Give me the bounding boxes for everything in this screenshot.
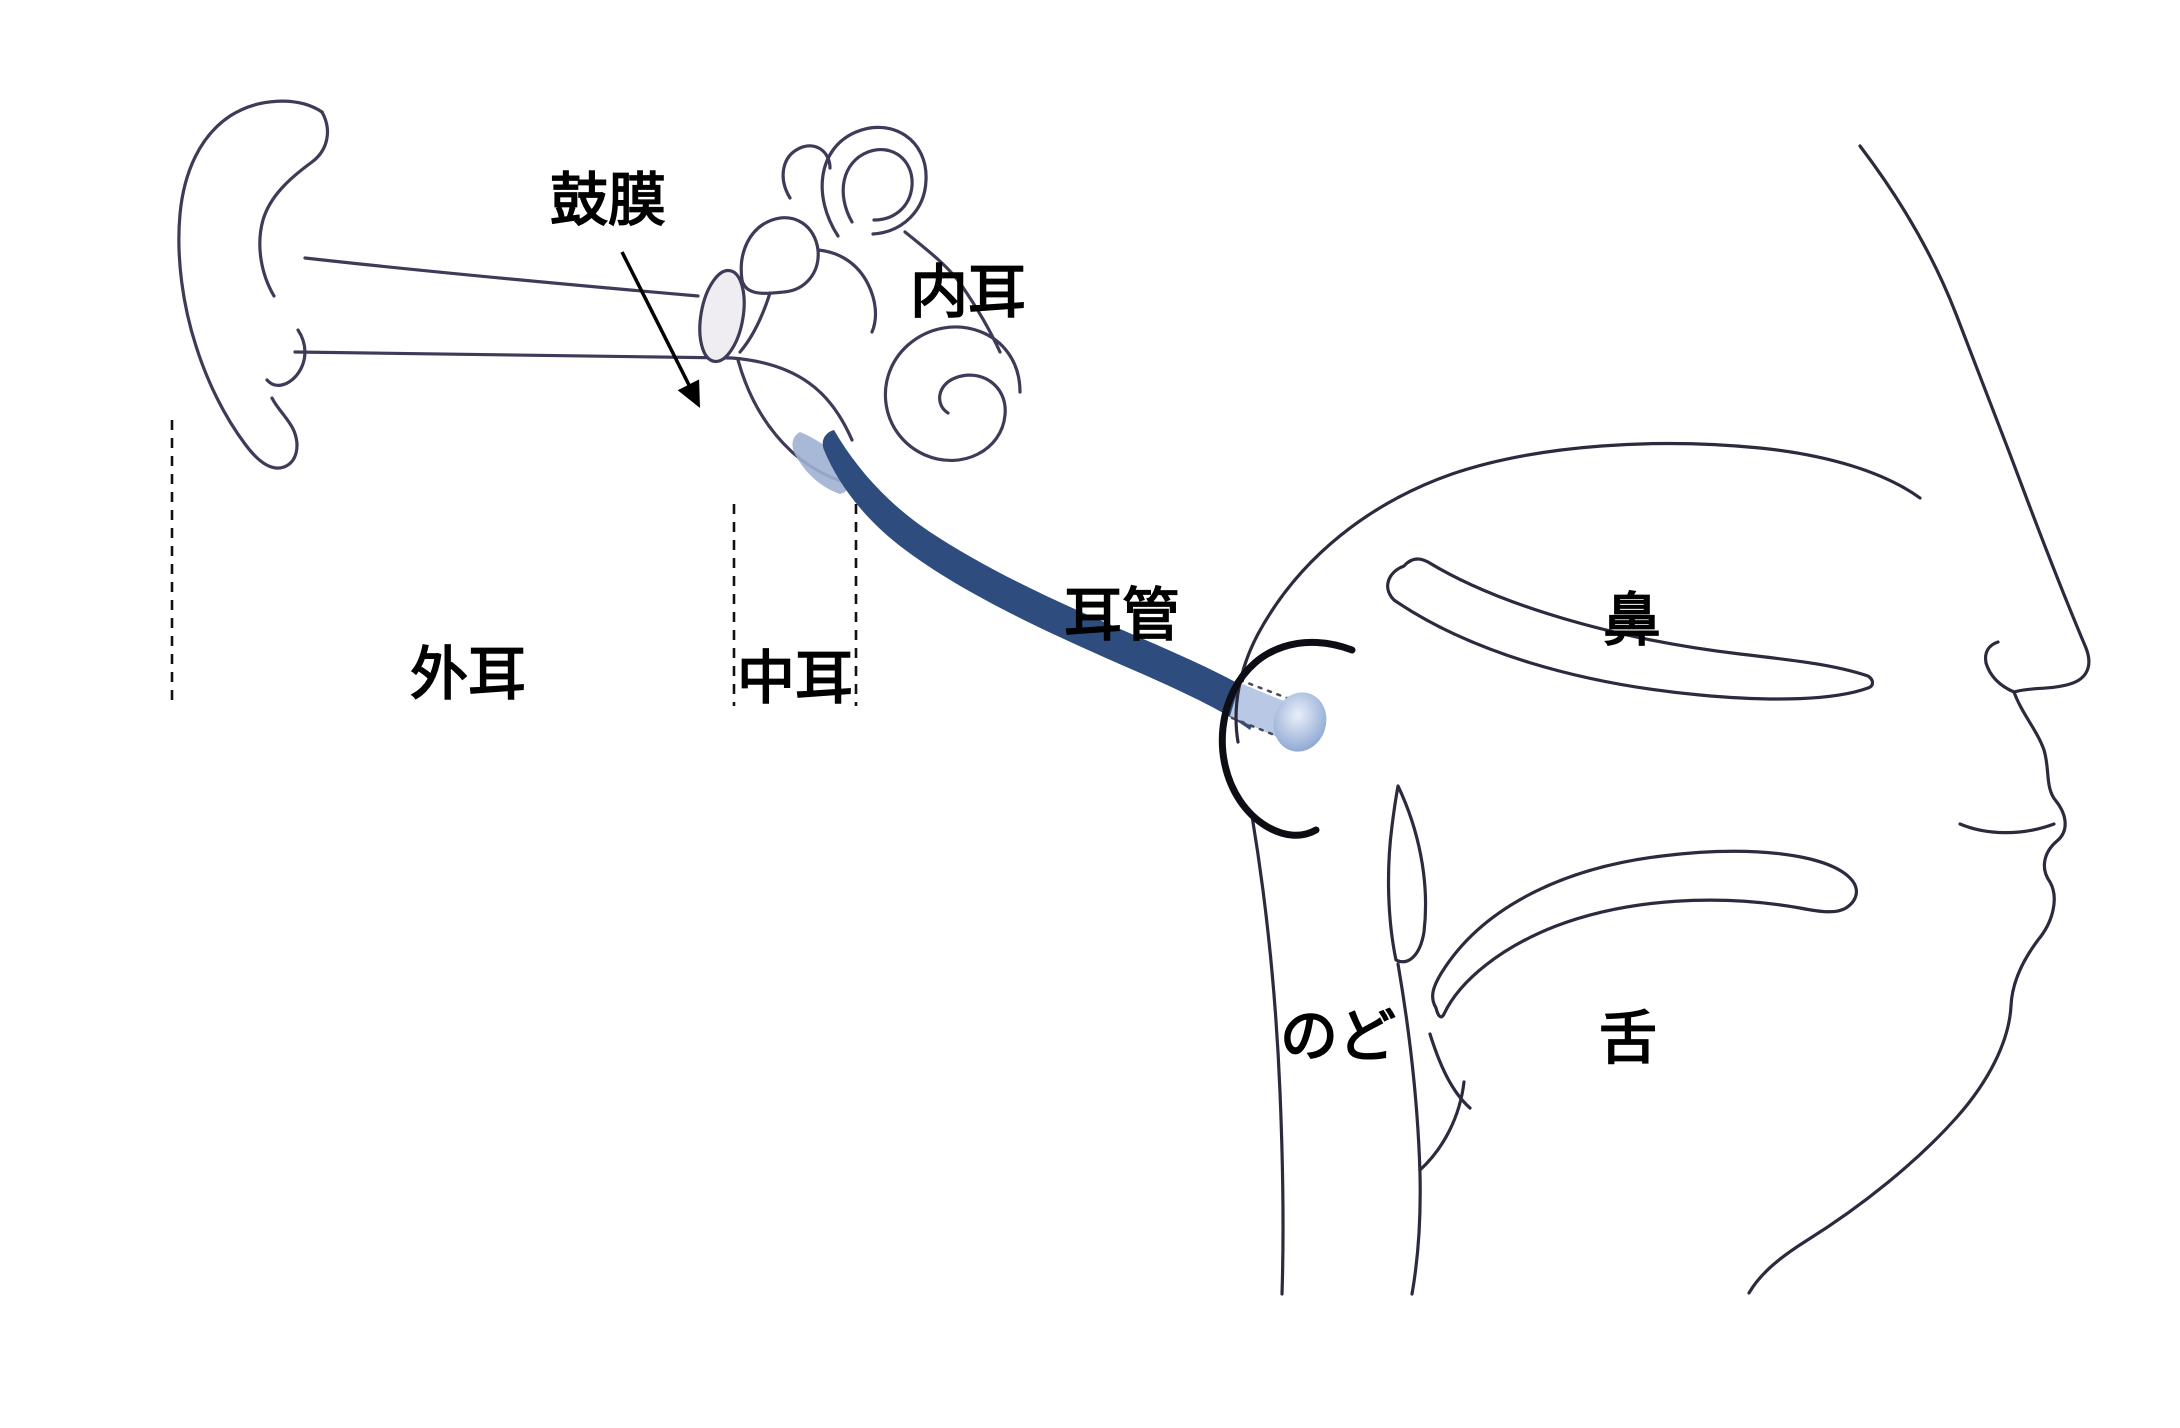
palate-outline <box>1386 557 1875 701</box>
eustachian-tube <box>822 430 1264 730</box>
tube-origin-shade <box>792 432 850 494</box>
tube-opening <box>1273 692 1327 752</box>
pharynx-back-line <box>1396 962 1422 1296</box>
label-throat: のど <box>1280 1004 1396 1069</box>
eardrum-membrane <box>698 268 746 364</box>
label-eustachian-tube: 耳管 <box>1064 583 1180 648</box>
malleus-blob <box>739 216 820 295</box>
label-outer-ear: 外耳 <box>410 642 526 707</box>
labels-group: 鼓膜 内耳 外耳 中耳 耳管 鼻 のど 舌 <box>410 168 1661 1071</box>
nostril-line <box>1983 640 2016 694</box>
label-inner-ear: 内耳 <box>910 260 1026 325</box>
tongue-outline <box>1431 849 1858 1019</box>
ear-canal-top <box>303 256 700 298</box>
epiglottis-line <box>1418 1080 1466 1172</box>
eardrum-arrow-head <box>677 379 700 408</box>
malleus-handle <box>738 291 772 354</box>
semicircular-canal-hook <box>781 144 832 200</box>
face-profile <box>1747 144 2091 1295</box>
eardrum-arrow <box>620 251 700 408</box>
label-middle-ear: 中耳 <box>737 646 853 711</box>
ear-outline-group <box>177 99 1022 486</box>
ear-canal-bottom <box>293 350 854 442</box>
semicircular-canal-outer <box>820 125 928 238</box>
under-tongue-line <box>1428 1032 1472 1110</box>
pharynx-front-line <box>1250 814 1285 1296</box>
pinna-outline <box>177 99 324 470</box>
pinna-tragus <box>265 328 307 387</box>
mouth-line <box>1958 822 2056 835</box>
vestibule-connector <box>903 230 1002 354</box>
incus-stapes-line <box>816 248 878 334</box>
head-outline-group <box>1234 144 2091 1296</box>
cochlea-spiral <box>883 325 1022 462</box>
dashed-boundaries <box>170 420 858 706</box>
label-eardrum: 鼓膜 <box>550 168 666 233</box>
torus-hook <box>1218 638 1356 839</box>
pinna-antihelix <box>258 110 330 298</box>
semicircular-canal-inner <box>841 148 914 224</box>
nasal-cavity-outline <box>1234 441 1922 744</box>
label-nose: 鼻 <box>1603 588 1661 653</box>
eardrum-arrow-shaft <box>620 251 691 386</box>
soft-palate-uvula <box>1386 784 1428 964</box>
label-tongue: 舌 <box>1599 1006 1657 1071</box>
